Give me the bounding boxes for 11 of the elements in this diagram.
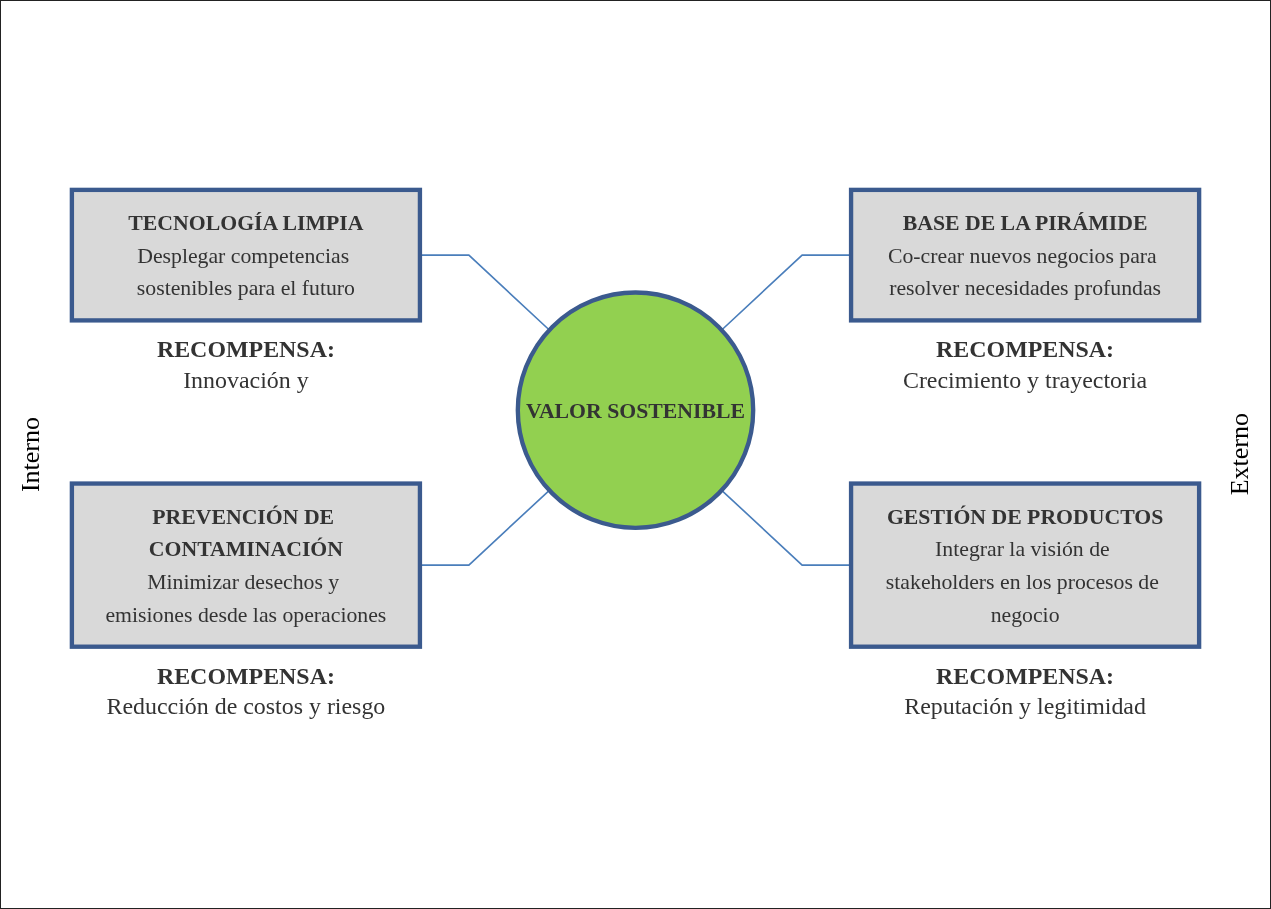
side-label: Interno bbox=[16, 416, 46, 493]
reward-text: RECOMPENSA: Innovación y bbox=[156, 336, 335, 393]
reward-text: RECOMPENSA: Reducción de costos y riesgo bbox=[106, 662, 386, 720]
process-box: GESTIÓN DE PRODUCTOS Integrar la visión de stakeholders en los procesos de negocio bbox=[848, 481, 1202, 649]
ellipse-node: VALOR SOSTENIBLE bbox=[515, 290, 756, 530]
process-box: BASE DE LA PIRÁMIDE Co-crear nuevos negocios para resolver necesidades profundas bbox=[848, 187, 1202, 323]
process-box: PREVENCIÓN DE CONTAMINACIÓN Minimizar desechos y emisiones desde las operaciones bbox=[69, 481, 423, 649]
side-label: Externo bbox=[1225, 413, 1255, 496]
process-box: TECNOLOGÍA LIMPIA Desplegar competencias sostenibles para el futuro bbox=[69, 187, 423, 323]
reward-text: RECOMPENSA: Crecimiento y trayectoria bbox=[902, 336, 1148, 393]
reward-text: RECOMPENSA: Reputación y legitimidad bbox=[904, 662, 1146, 720]
